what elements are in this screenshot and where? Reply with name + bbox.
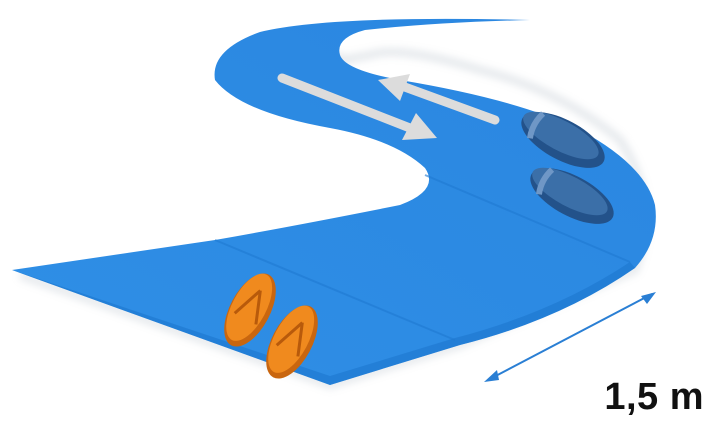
flip-flop-right — [266, 305, 318, 379]
slippers-icon — [521, 111, 614, 224]
width-measure-arrow — [484, 292, 656, 382]
forward-arrow — [277, 73, 437, 140]
flip-flop-left — [224, 273, 276, 347]
flip-flops-icon — [224, 273, 318, 379]
slipper-right — [530, 167, 614, 224]
distance-label: 1,5 m — [604, 376, 704, 418]
path-seam — [214, 239, 456, 341]
slipper-left — [521, 111, 605, 168]
back-and-forth-arrows-icon — [277, 73, 500, 140]
path-seam — [424, 174, 631, 263]
winding-path — [12, 18, 656, 385]
path-edge — [12, 262, 635, 385]
backward-arrow — [378, 74, 500, 125]
